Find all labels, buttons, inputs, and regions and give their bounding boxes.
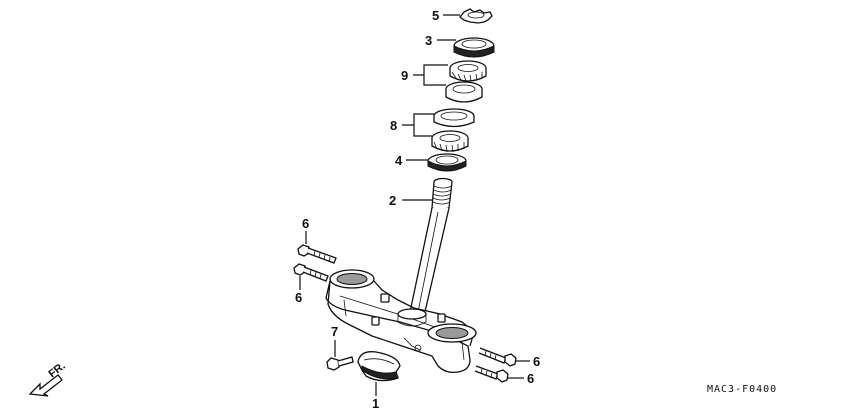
dust-seal-part-3: [453, 37, 495, 58]
diagram-code: MAC3-F0400: [707, 384, 777, 395]
leader-9: [413, 64, 448, 86]
bolt-part-6-lower-left: [293, 263, 329, 282]
callout-9: 9: [401, 68, 408, 83]
callout-6b: 6: [295, 290, 302, 305]
callout-7: 7: [331, 324, 338, 339]
bolt-part-6-right-upper: [478, 347, 517, 367]
upper-race-part-9: [445, 81, 483, 103]
callout-1: 1: [372, 396, 379, 411]
front-direction-arrow-icon: [28, 374, 63, 397]
callout-2: 2: [389, 193, 396, 208]
brake-hose-clamp-part-1: [357, 351, 401, 382]
front-label: FR.: [46, 360, 67, 380]
lower-dust-seal-part-4: [427, 153, 467, 172]
callout-8: 8: [390, 118, 397, 133]
bolt-part-7: [326, 356, 354, 371]
upper-bearing-part-9: [449, 60, 487, 82]
steering-stem-part-2: [409, 177, 453, 317]
callout-6a: 6: [302, 216, 309, 231]
callout-4: 4: [395, 153, 403, 168]
lower-bearing-part-8: [431, 130, 469, 153]
callout-5: 5: [432, 8, 439, 23]
callout-3: 3: [425, 33, 432, 48]
lower-race-part-8: [433, 108, 475, 128]
stem-nut-part-5: [459, 8, 493, 24]
bolt-part-6-upper-left: [297, 244, 337, 264]
lower-triple-clamp-part-1: [325, 269, 477, 374]
callout-6d: 6: [527, 371, 534, 386]
bolt-part-6-right-lower: [474, 365, 509, 383]
leader-8: [402, 113, 434, 137]
callout-6c: 6: [533, 354, 540, 369]
